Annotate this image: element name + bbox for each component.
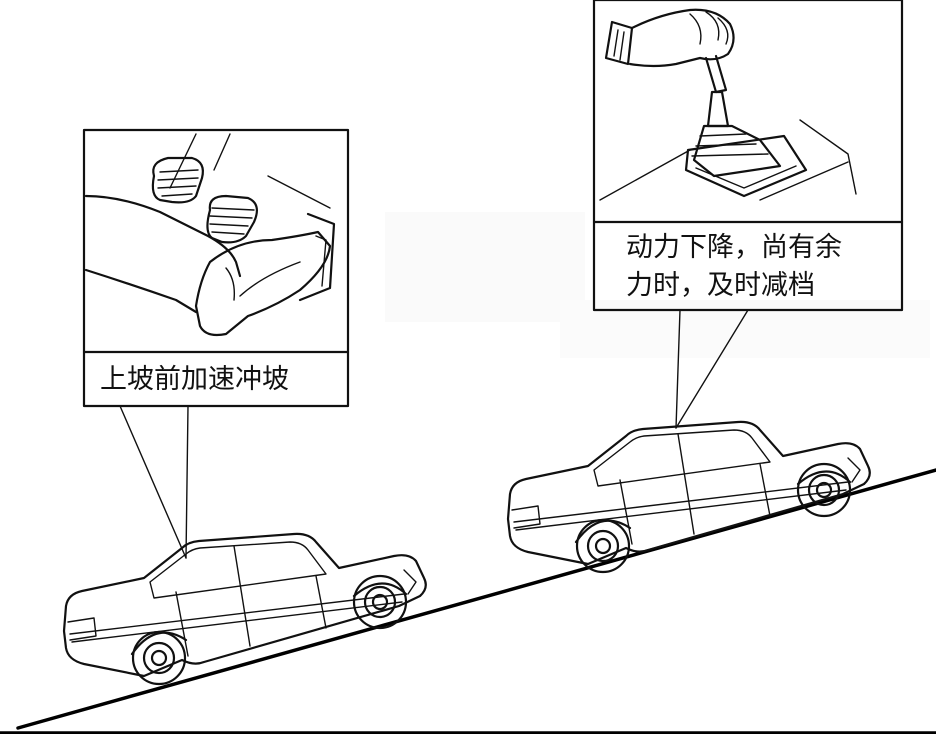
right-caption-line2: 力时，及时减档 xyxy=(626,270,815,301)
callout-left: 上坡前加速冲坡 xyxy=(82,128,350,559)
slope-road xyxy=(0,468,936,734)
car-right xyxy=(506,420,871,574)
hand-on-gear-shifter-icon xyxy=(599,8,857,201)
car-left xyxy=(62,532,427,686)
right-caption-line1: 动力下降，尚有余 xyxy=(626,232,842,263)
pedals-foot-accelerating-icon xyxy=(84,133,336,337)
callout-right: 动力下降，尚有余 力时，及时减档 xyxy=(592,0,904,429)
left-caption: 上坡前加速冲坡 xyxy=(100,364,289,395)
